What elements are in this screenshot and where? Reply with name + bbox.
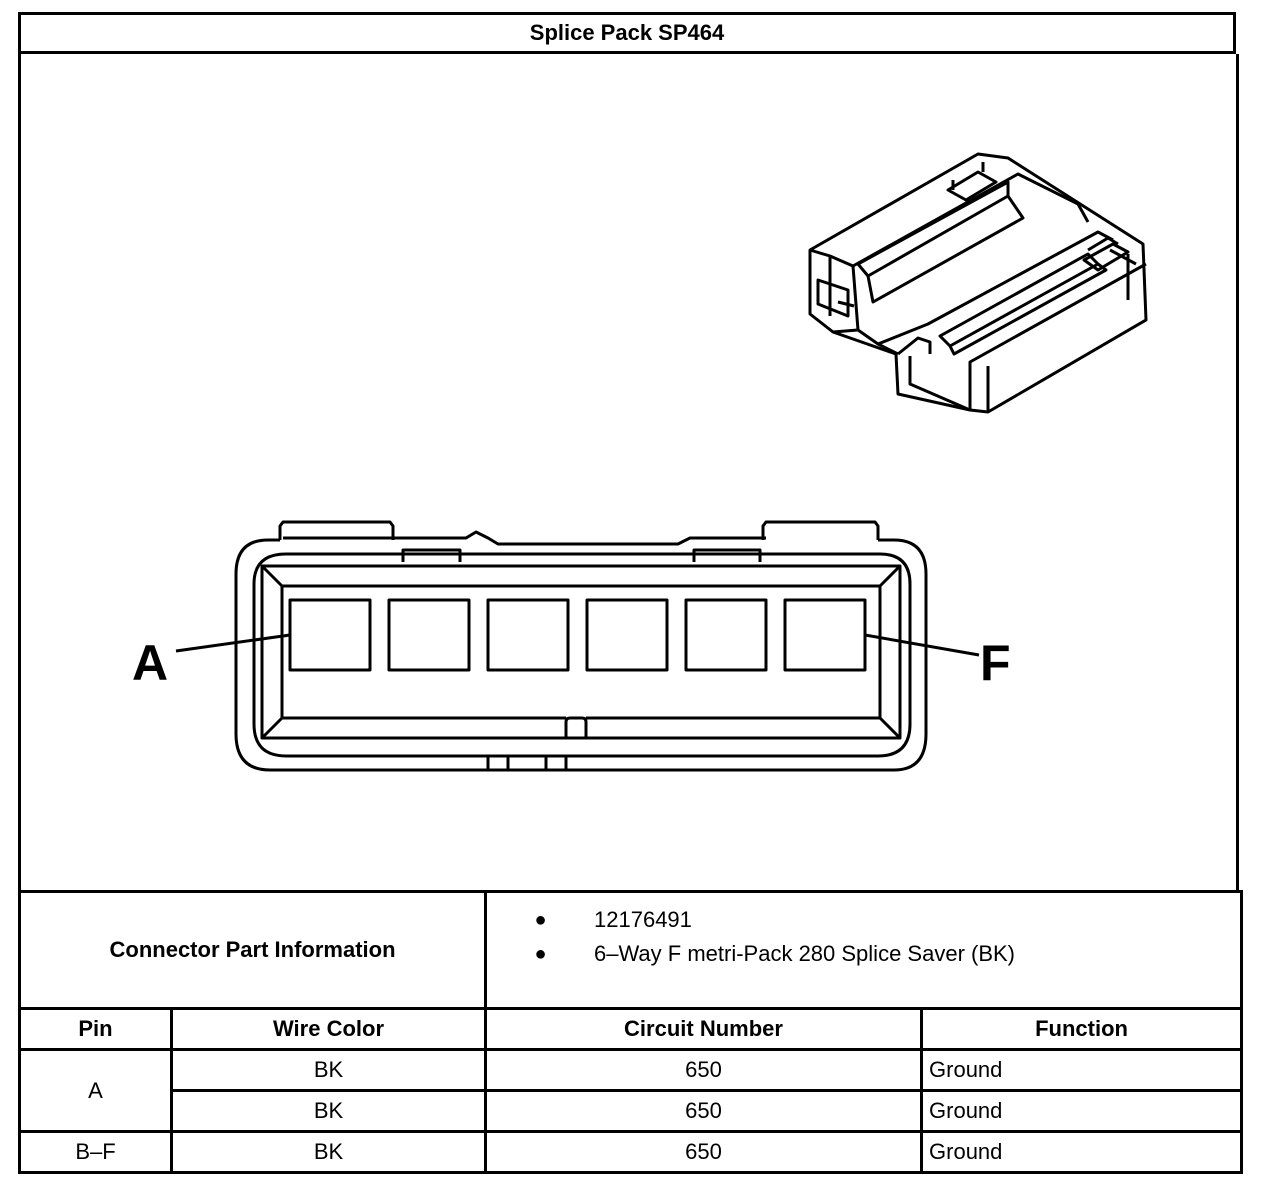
- connector-figure: A F: [18, 54, 1240, 892]
- cavity-a: [288, 598, 372, 672]
- pin-label-f: F: [980, 635, 1011, 691]
- circuit-cell: 650: [484, 1048, 924, 1092]
- header-pin: Pin: [18, 1007, 173, 1051]
- isometric-connector-icon: [808, 152, 1148, 414]
- wire-color-cell: BK: [169, 1130, 488, 1174]
- function-cell: Ground: [920, 1048, 1244, 1092]
- table-row: A BK 650 Ground: [18, 1048, 1244, 1133]
- connector-part-details: ● 12176491 ● 6–Way F metri-Pack 280 Spli…: [484, 890, 1244, 1010]
- cavity-e: [684, 598, 768, 672]
- cavity-f: [783, 598, 867, 672]
- table-header-row: Pin Wire Color Circuit Number Function: [18, 1007, 1244, 1051]
- connector-sheet: Splice Pack SP464: [17, 12, 1244, 1174]
- connector-info-table: Connector Part Information ● 12176491 ● …: [17, 890, 1244, 1174]
- table-row: BK 650 Ground: [20, 1089, 1244, 1133]
- cavity-c: [486, 598, 570, 672]
- cavity-d: [585, 598, 669, 672]
- pin-cell: B–F: [18, 1130, 173, 1174]
- leader-line-f: [864, 633, 980, 657]
- connector-face-diagram: [175, 520, 980, 772]
- part-number: 12176491: [594, 907, 692, 932]
- page-title: Splice Pack SP464: [18, 12, 1236, 54]
- wire-color-cell: BK: [169, 1048, 488, 1092]
- leader-line-a: [175, 633, 291, 653]
- connector-part-row: Connector Part Information ● 12176491 ● …: [17, 890, 1244, 1010]
- list-item: ● 6–Way F metri-Pack 280 Splice Saver (B…: [487, 937, 1240, 971]
- connector-drawing: A F: [18, 54, 1239, 892]
- list-item: ● 12176491: [487, 903, 1240, 937]
- wire-color-cell: BK: [169, 1089, 488, 1133]
- header-wire-color: Wire Color: [169, 1007, 488, 1051]
- header-function: Function: [920, 1007, 1244, 1051]
- function-cell: Ground: [920, 1130, 1244, 1174]
- function-cell: Ground: [920, 1089, 1244, 1133]
- table-row: B–F BK 650 Ground: [18, 1130, 1244, 1174]
- cavity-b: [387, 598, 471, 672]
- pin-label-a: A: [132, 635, 168, 691]
- circuit-cell: 650: [484, 1089, 924, 1133]
- circuit-cell: 650: [484, 1130, 924, 1174]
- connector-part-label: Connector Part Information: [17, 890, 488, 1010]
- bullet-icon: ●: [534, 942, 547, 965]
- pin-cell: A: [18, 1048, 173, 1133]
- header-circuit-number: Circuit Number: [484, 1007, 924, 1051]
- part-description: 6–Way F metri-Pack 280 Splice Saver (BK): [594, 941, 1016, 966]
- bullet-icon: ●: [534, 908, 547, 931]
